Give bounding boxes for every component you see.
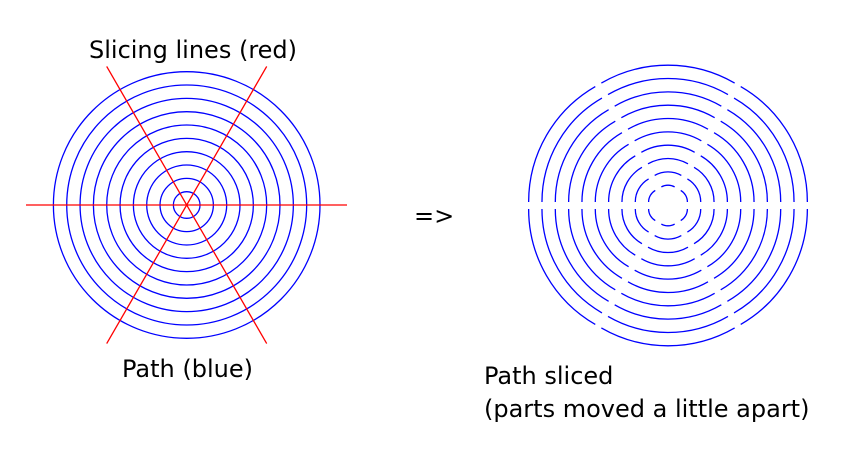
path-segment xyxy=(541,97,603,203)
path-segment xyxy=(634,178,649,203)
path-segment xyxy=(720,208,769,291)
path-segment xyxy=(621,292,715,307)
path-segment xyxy=(661,223,675,227)
path-segment xyxy=(700,208,729,256)
path-segment xyxy=(567,208,616,291)
slicing-lines-label: Slicing lines (red) xyxy=(89,36,298,64)
path-segment xyxy=(554,109,609,203)
path-segment xyxy=(733,97,795,203)
path-rings-sliced xyxy=(527,64,809,347)
path-segment xyxy=(693,166,715,203)
sliced-sublabel: (parts moved a little apart) xyxy=(484,395,810,423)
path-segment xyxy=(647,246,689,254)
path-segment xyxy=(614,304,722,320)
path-segment xyxy=(647,157,689,165)
path-segment xyxy=(641,258,695,267)
path-segment xyxy=(680,208,689,222)
slicing-lines xyxy=(26,66,347,344)
path-segment xyxy=(733,208,795,314)
path-segment xyxy=(680,189,689,203)
path-segment xyxy=(740,85,809,203)
path-segment xyxy=(594,208,629,268)
path-segment xyxy=(594,143,629,203)
path-segment xyxy=(527,208,596,326)
path-segment xyxy=(541,208,603,314)
path-segment xyxy=(687,178,702,203)
path-segment xyxy=(614,91,722,107)
path-segment xyxy=(621,104,715,119)
arrow-label: => xyxy=(414,202,455,230)
path-segment xyxy=(713,208,755,279)
path-segment xyxy=(641,144,695,153)
path-segment xyxy=(654,171,682,176)
path-segment xyxy=(607,77,729,96)
path-segment xyxy=(707,143,742,203)
path-label: Path (blue) xyxy=(122,355,253,383)
path-segment xyxy=(567,120,616,203)
path-segment xyxy=(707,208,742,268)
path-segment xyxy=(527,85,596,203)
path-segment xyxy=(740,208,809,326)
path-segment xyxy=(634,208,649,233)
path-segment xyxy=(607,155,636,203)
path-segment xyxy=(634,131,702,142)
path-segment xyxy=(654,235,682,240)
path-segment xyxy=(720,120,769,203)
path-segment xyxy=(627,281,709,294)
path-segment xyxy=(700,155,729,203)
path-segment xyxy=(693,208,715,245)
path-segment xyxy=(607,315,729,334)
path-segment xyxy=(554,208,609,302)
path-segment xyxy=(687,208,702,233)
path-segment xyxy=(607,208,636,256)
path-segment xyxy=(713,132,755,203)
path-segment xyxy=(647,208,656,222)
path-segment xyxy=(627,117,709,130)
path-segment xyxy=(621,166,643,203)
path-segment xyxy=(727,109,782,203)
path-segment xyxy=(727,208,782,302)
slice-line xyxy=(106,66,268,344)
path-segment xyxy=(601,327,735,347)
path-segment xyxy=(581,208,623,279)
path-segment xyxy=(601,64,735,84)
path-segment xyxy=(621,208,643,245)
path-segment xyxy=(647,189,656,203)
path-segment xyxy=(634,269,702,280)
path-segment xyxy=(661,184,675,188)
sliced-label: Path sliced xyxy=(484,362,614,390)
path-segment xyxy=(581,132,623,203)
